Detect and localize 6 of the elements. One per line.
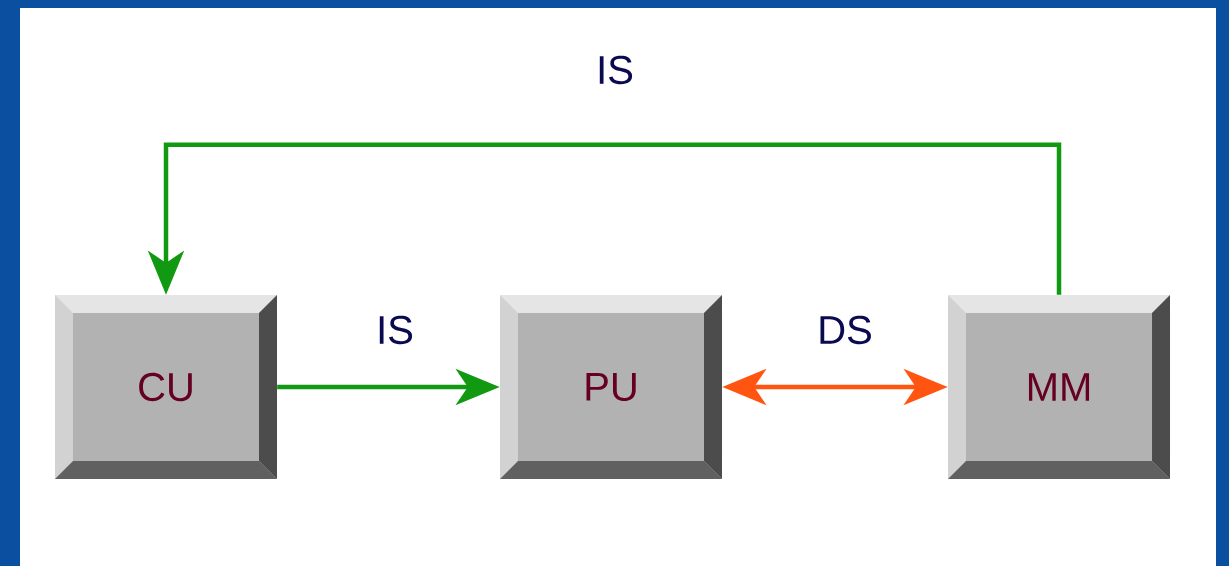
edge-label: IS	[374, 313, 416, 347]
button-box: MM	[948, 295, 1170, 479]
button-box: PU	[500, 295, 722, 479]
button-box: CU	[55, 295, 277, 479]
edge-label: DS	[815, 313, 875, 347]
edge-label: IS	[594, 53, 636, 87]
